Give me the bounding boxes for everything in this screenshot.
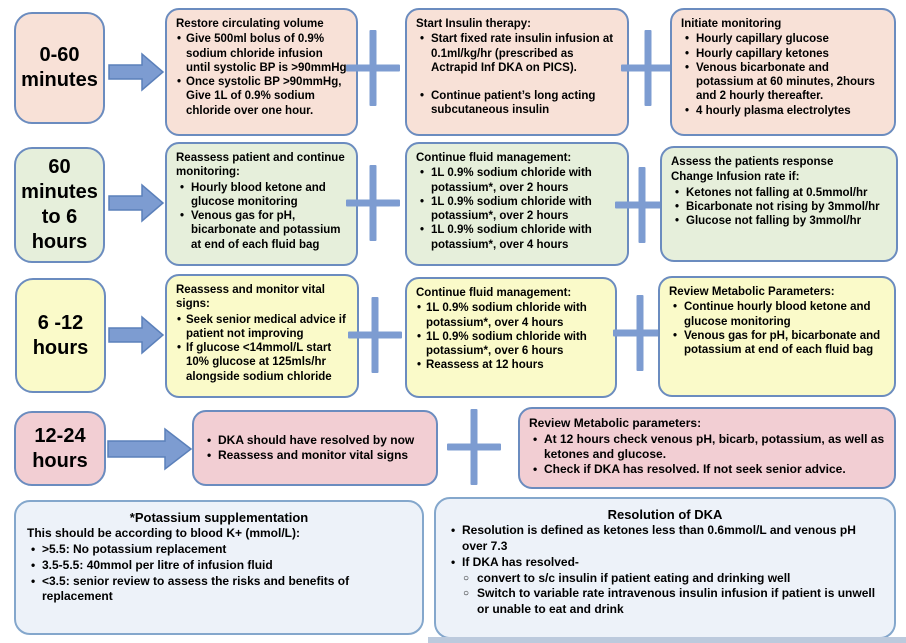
note-title: *Potassium supplementation [129,510,309,525]
bullet-item: Glucose not falling by 3mmol/hr [671,214,887,229]
sub-bullet-item: convert to s/c insulin if patient eating… [461,571,883,587]
bullet-item: Once systolic BP >90mmHg, Give 1L of 0.9… [176,75,347,118]
box-title: Restore circulating volume [176,18,324,30]
flow-arrow-row4 [107,427,193,471]
step-box-continue-fluid-management-1: Continue fluid management: 1L 0.9% sodiu… [405,142,629,266]
box-title: Start Insulin therapy: [416,18,532,30]
step-box-assess-response: Assess the patients response Change Infu… [660,146,898,262]
bullet-item: If glucose <14mmol/L start 10% glucose a… [176,341,348,384]
bullet-item: Resolution is defined as ketones less th… [447,523,883,555]
bullet-item: <3.5: senior review to assess the risks … [27,574,411,606]
bullet-item: Hourly capillary glucose [681,32,885,47]
bullet-item: Venous gas for pH, bicarbonate and potas… [176,209,347,252]
page-edge-strip [428,637,906,643]
bullet-item: 1L 0.9% sodium chloride with potassium*,… [416,195,618,224]
step-box-reassess-patient: Reassess patient and continue monitoring… [165,142,358,266]
step-box-initiate-monitoring: Initiate monitoring Hourly capillary glu… [670,8,896,136]
box-title: Review Metabolic Parameters: [669,286,835,298]
bullet-item: Reassess at 12 hours [416,358,606,373]
bullet-item: Give 500ml bolus of 0.9% sodium chloride… [176,32,347,75]
step-box-start-insulin-therapy: Start Insulin therapy: Start fixed rate … [405,8,629,136]
step-box-review-metabolic-parameters: Review Metabolic Parameters: Continue ho… [658,276,896,397]
bullet-item: 1L 0.9% sodium chloride with potassium*,… [416,166,618,195]
plus-connector [447,409,501,485]
step-box-review-metabolic-parameters-12h: Review Metabolic parameters: At 12 hours… [518,407,896,489]
plus-connector [346,165,400,241]
step-box-dka-resolved: DKA should have resolved by now Reassess… [192,410,438,486]
bullet-item: Hourly blood ketone and glucose monitori… [176,181,347,210]
bullet-item: At 12 hours check venous pH, bicarb, pot… [529,432,885,462]
note-resolution-of-dka: Resolution of DKA Resolution is defined … [434,497,896,639]
time-label: 6 -12 hours [32,311,89,359]
bullet-item: >5.5: No potassium replacement [27,542,411,558]
bullet-item: Continue hourly blood ketone and glucose… [669,300,885,329]
bullet-item: 3.5-5.5: 40mmol per litre of infusion fl… [27,558,411,574]
box-title: Reassess and monitor vital signs: [176,284,325,311]
box-title: Continue fluid management: [416,152,572,164]
note-potassium-supplementation: *Potassium supplementation This should b… [14,500,424,635]
time-box-6-12-hours: 6 -12 hours [15,278,106,393]
bullet-item: Ketones not falling at 0.5mmol/hr [671,186,887,201]
step-box-reassess-vital-signs: Reassess and monitor vital signs: Seek s… [165,274,359,398]
bullet-item: If DKA has resolved- [447,555,883,571]
time-label: 0-60 minutes [21,44,98,91]
flow-arrow-row3 [108,315,165,355]
box-title: Review Metabolic parameters: [529,416,702,430]
bullet-item: 1L 0.9% sodium chloride with potassium*,… [416,330,606,359]
box-title: Assess the patients response [671,156,834,168]
bullet-item: Seek senior medical advice if patient no… [176,313,348,342]
time-box-0-60-minutes: 0-60 minutes [14,12,105,124]
plus-connector [621,30,675,106]
time-label: 12-24 hours [32,424,88,472]
bullet-item: Check if DKA has resolved. If not seek s… [529,462,885,477]
bullet-item: DKA should have resolved by now [203,433,427,448]
note-intro: This should be according to blood K+ (mm… [27,526,300,541]
flow-arrow-row2 [108,183,165,223]
time-box-12-24-hours: 12-24 hours [14,411,106,486]
plus-connector [348,297,402,373]
step-box-continue-fluid-management-2: Continue fluid management: 1L 0.9% sodiu… [405,277,617,398]
flow-arrow-row1 [108,52,165,92]
box-title: Reassess patient and continue monitoring… [176,152,345,179]
sub-bullet-item: Switch to variable rate intravenous insu… [461,586,883,618]
bullet-item: 1L 0.9% sodium chloride with potassium*,… [416,223,618,252]
bullet-item: Venous gas for pH, bicarbonate and potas… [669,329,885,358]
step-box-restore-circulating-volume: Restore circulating volume Give 500ml bo… [165,8,358,136]
bullet-item: Continue patient’s long acting subcutane… [416,89,618,118]
box-title: Continue fluid management: [416,287,572,299]
bullet-item: 4 hourly plasma electrolytes [681,104,885,119]
bullet-item: Bicarbonate not rising by 3mmol/hr [671,200,887,215]
time-box-60min-6hours: 60 minutes to 6 hours [14,147,105,263]
bullet-item: Reassess and monitor vital signs [203,448,427,463]
bullet-item: Venous bicarbonate and potassium at 60 m… [681,61,885,104]
bullet-item: Start fixed rate insulin infusion at 0.1… [416,32,618,75]
plus-connector [346,30,400,106]
box-title: Initiate monitoring [681,18,782,30]
time-label: 60 minutes to 6 hours [21,156,98,253]
bullet-item: 1L 0.9% sodium chloride with potassium*,… [416,301,606,330]
bullet-item: Hourly capillary ketones [681,47,885,62]
box-subtitle: Change Infusion rate if: [671,171,800,184]
note-title: Resolution of DKA [607,507,723,522]
